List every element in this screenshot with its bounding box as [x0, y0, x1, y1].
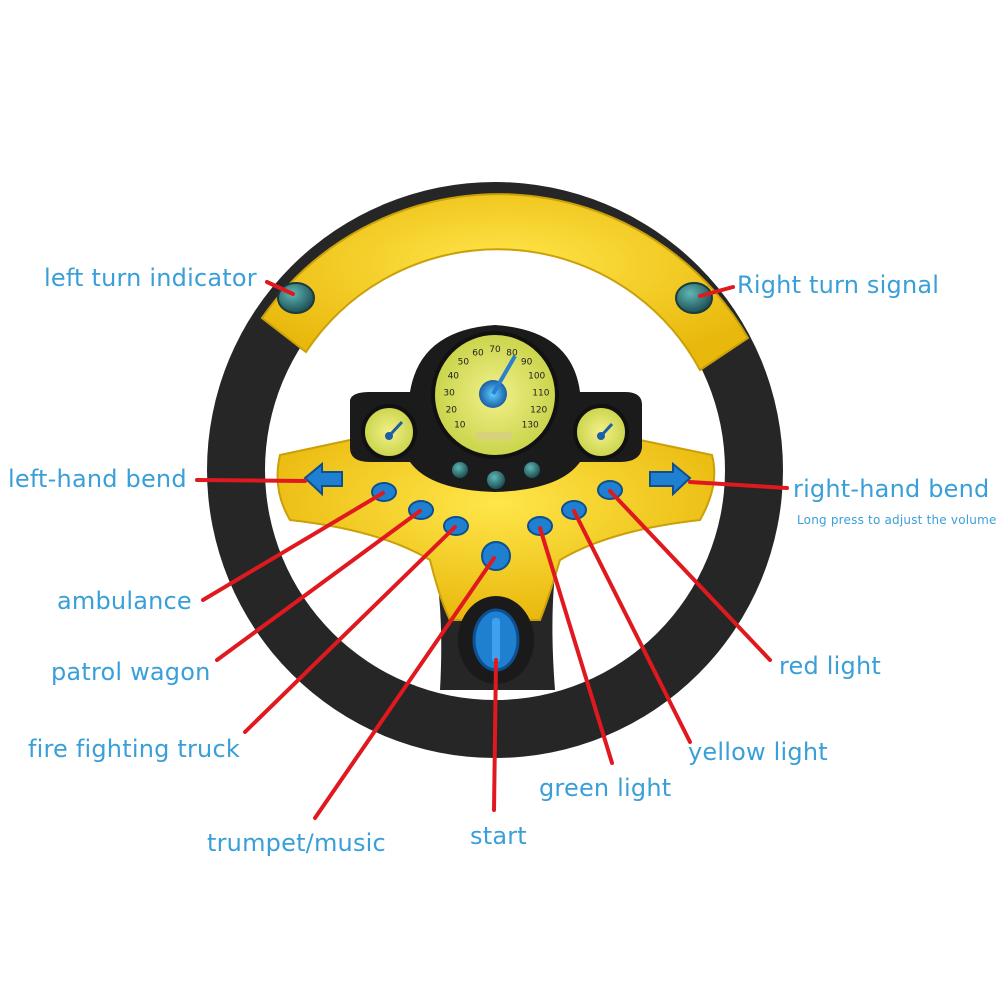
wheel-top-yellow-arc: [260, 193, 750, 372]
speedometer-plate: [476, 432, 512, 440]
label-red-light: red light: [779, 652, 881, 680]
speedometer-tick-label: 20: [446, 406, 458, 416]
label-yellow-light: yellow light: [688, 738, 828, 766]
left-hand-bend-button[interactable]: [303, 461, 343, 497]
pointer-ambulance: [201, 491, 385, 602]
speedometer-tick-label: 70: [489, 345, 501, 355]
label-start: start: [470, 822, 527, 850]
pointer-left-bend: [195, 478, 307, 483]
pointer-yellow-light: [572, 509, 692, 744]
speedometer-tick-label: 10: [454, 421, 466, 431]
pointer-left-turn: [265, 280, 295, 296]
label-right-turn-signal: Right turn signal: [737, 271, 940, 299]
label-fire-fighting-truck: fire fighting truck: [28, 735, 240, 763]
speedometer-tick-label: 100: [528, 372, 545, 382]
label-trumpet-music: trumpet/music: [207, 829, 386, 857]
right-gauge-hub: [597, 432, 605, 440]
pointer-right-turn: [698, 285, 735, 298]
right-turn-signal-light[interactable]: [675, 282, 713, 314]
pointer-trumpet: [313, 556, 496, 820]
pointer-green-light: [538, 526, 614, 765]
speedometer-tick-label: 60: [472, 348, 484, 358]
label-ambulance: ambulance: [57, 587, 192, 615]
pointer-right-bend: [688, 480, 789, 490]
speedometer-tick-label: 90: [521, 358, 533, 368]
label-volume-note: Long press to adjust the volume: [797, 513, 997, 527]
speedometer-tick-label: 130: [522, 421, 539, 431]
pointer-start: [492, 658, 498, 812]
label-right-hand-bend: right-hand bend: [793, 475, 990, 503]
dash-button-right[interactable]: [524, 462, 540, 478]
speedometer-tick-label: 50: [458, 358, 470, 368]
label-left-hand-bend: left-hand bend: [8, 465, 187, 493]
pointer-lines: [195, 280, 789, 820]
pointer-patrol-wagon: [215, 509, 422, 662]
label-green-light: green light: [539, 774, 672, 802]
pointer-red-light: [608, 489, 772, 662]
pointer-fire-truck: [243, 525, 457, 734]
trumpet-music-button[interactable]: [481, 541, 511, 571]
speedometer-tick-label: 30: [443, 388, 455, 398]
dash-button-left[interactable]: [452, 462, 468, 478]
right-hand-bend-button[interactable]: [649, 461, 692, 497]
left-gauge-hub: [385, 432, 393, 440]
start-knob-grip: [492, 618, 500, 662]
speedometer-tick-label: 120: [530, 406, 547, 416]
speedometer-needle: [491, 354, 517, 396]
label-left-turn-indicator: left turn indicator: [44, 264, 257, 292]
speedometer-tick-label: 40: [448, 372, 460, 382]
speedometer-tick-label: 80: [506, 348, 518, 358]
label-patrol-wagon: patrol wagon: [51, 658, 211, 686]
speedometer-tick-label: 110: [532, 388, 549, 398]
dash-button-center[interactable]: [487, 471, 505, 489]
